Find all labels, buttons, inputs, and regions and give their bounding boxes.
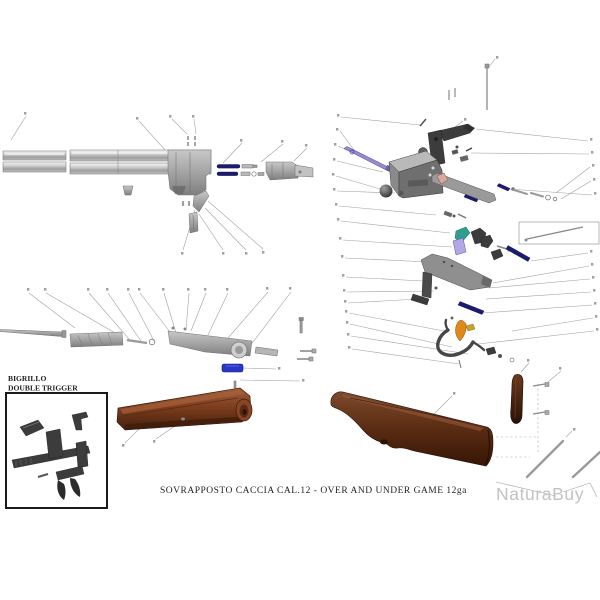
forend-blue-catch (221, 363, 244, 373)
hammer-right (480, 234, 494, 249)
selector-gold (465, 323, 476, 332)
forend-rod (0, 329, 63, 337)
ejector-plunger-top (241, 164, 254, 169)
inset-title-line2: DOUBLE TRIGGER (8, 384, 78, 393)
barrels-assembly (2, 136, 314, 234)
inset-trigger-front (57, 480, 66, 500)
inset-safety-block (19, 419, 45, 437)
leader-lines (10, 56, 599, 503)
salmon-part (436, 172, 449, 185)
sear-parts (443, 210, 467, 219)
top-lever-pin (419, 118, 427, 127)
buttplate-group (510, 374, 600, 479)
barrel-stub-bottom (2, 161, 67, 173)
forend-washer (148, 338, 156, 346)
buttstock-wood (330, 391, 494, 467)
ejector-spring-bottom (216, 171, 239, 176)
barrel-underlug (122, 185, 134, 196)
receiver-body (388, 150, 444, 199)
stock-bolt-2 (571, 450, 600, 479)
barrel-stub-top (2, 150, 67, 161)
forend-small-screw (233, 380, 237, 389)
monoblock (167, 149, 212, 196)
ejector-spring-top (216, 164, 241, 169)
ejector-screws (187, 136, 196, 146)
small-navy-spring (463, 194, 479, 203)
mainspring-1 (505, 245, 531, 262)
buttplate (510, 374, 524, 424)
forend-latch-lever (254, 346, 279, 357)
diagram-caption: SOVRAPPOSTO CACCIA CAL.12 - OVER AND UND… (160, 486, 467, 496)
forend-screw-2 (308, 356, 314, 362)
lavender-part (452, 237, 467, 256)
mainspring-2 (457, 301, 485, 315)
lower-tang (431, 172, 497, 204)
inset-top-part (71, 411, 89, 431)
forend-wood-screw (181, 417, 185, 421)
trigger-guard-group (436, 316, 515, 369)
grip-cap (380, 439, 388, 445)
trigger-guard (436, 328, 475, 357)
forend-iron-assembly (0, 317, 317, 389)
safety-parts (451, 145, 473, 162)
receiver-assembly (343, 63, 600, 369)
pin-detail-box (518, 221, 600, 245)
inset-pin (37, 473, 49, 478)
forend-screw-vertical (299, 319, 303, 334)
forend-wood (116, 387, 253, 431)
ejector-extension (294, 164, 314, 178)
naturabuy-watermark: NaturaBuy (496, 484, 584, 504)
trigger-orange (455, 320, 467, 342)
ball-part (379, 184, 393, 198)
forend-iron-front (69, 331, 124, 348)
ejector-plunger-bottom (240, 171, 251, 176)
ejector-assembly (265, 161, 299, 181)
firing-pin-parts (496, 183, 558, 202)
forend-screw-1 (311, 348, 317, 354)
inset-title-line1: BIGRILLO (8, 374, 46, 383)
inset-trigger-rear (70, 478, 81, 497)
trigger-plate (410, 253, 493, 306)
ejector-stop-parts (182, 190, 210, 234)
double-trigger-inset: BIGRILLO DOUBLE TRIGGER (5, 374, 108, 509)
cocking-lever-teal (454, 226, 471, 244)
stock-bolt-1 (525, 439, 565, 479)
buttplate-screw-1 (544, 382, 550, 387)
buttplate-screw-2 (544, 410, 550, 415)
forend-pin (126, 338, 148, 345)
